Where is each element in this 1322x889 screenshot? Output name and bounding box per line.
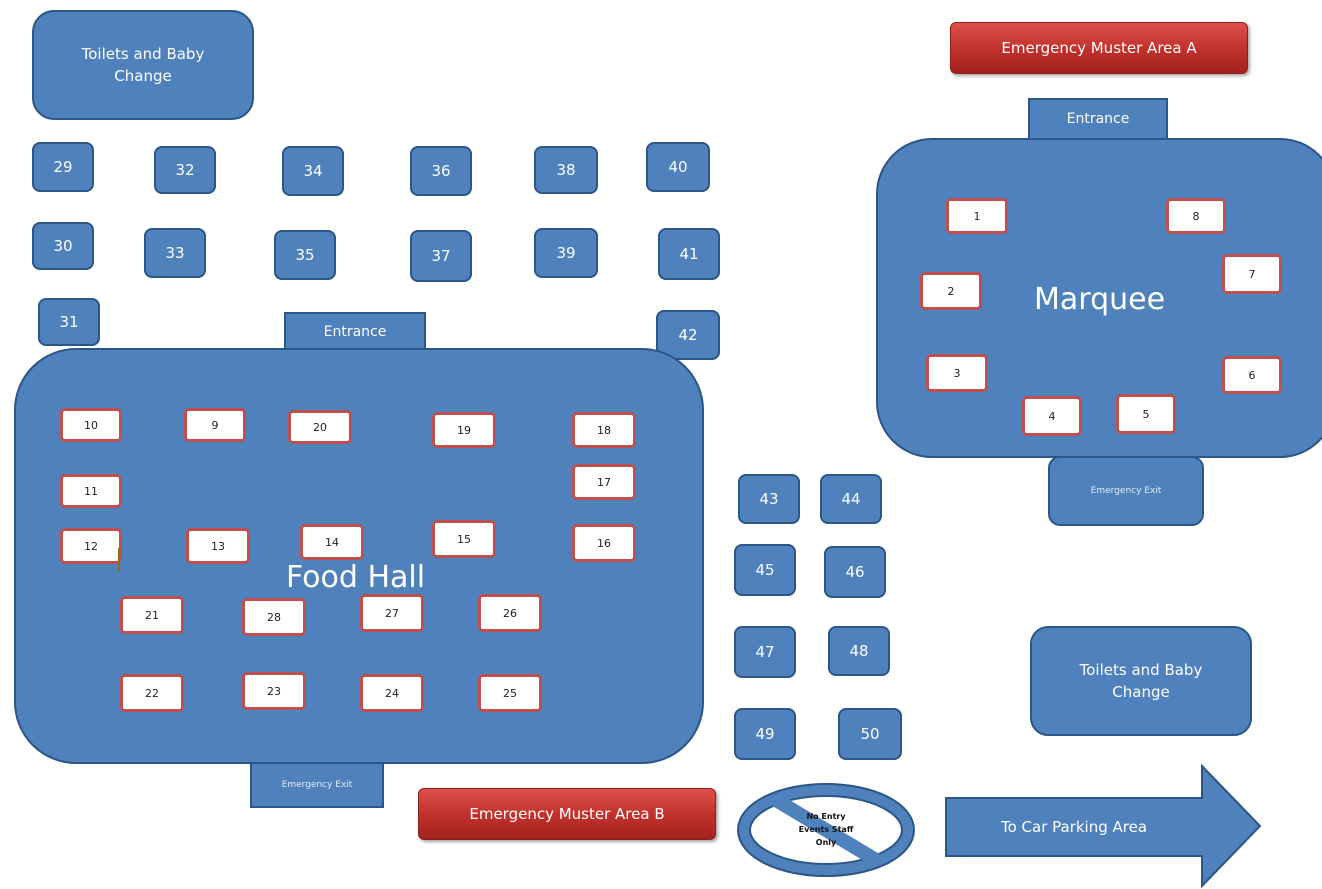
stall-37: 37: [410, 230, 472, 282]
marquee-emergency-exit: Emergency Exit: [1048, 456, 1204, 526]
toilets-bottom-right-label: Toilets and Baby Change: [1079, 661, 1203, 701]
stall-31: 31: [38, 298, 100, 346]
table-23: 23: [242, 672, 306, 710]
stall-45: 45: [734, 544, 796, 596]
stall-48: 48: [828, 626, 890, 676]
table-4: 4: [1022, 396, 1082, 436]
no-entry-icon: [737, 783, 915, 877]
table-6: 6: [1222, 356, 1282, 394]
table-17: 17: [572, 464, 636, 500]
table-1: 1: [946, 198, 1008, 234]
toilets-bottom-right: Toilets and Baby Change: [1030, 626, 1252, 736]
table-5: 5: [1116, 394, 1176, 434]
stall-32: 32: [154, 146, 216, 194]
table-8: 8: [1166, 198, 1226, 234]
stall-29: 29: [32, 142, 94, 192]
toilets-top-left-label: Toilets and Baby Change: [81, 45, 205, 85]
table-15: 15: [432, 520, 496, 558]
stall-42: 42: [656, 310, 720, 360]
table-27: 27: [360, 594, 424, 632]
table-9: 9: [184, 408, 246, 442]
table-19: 19: [432, 412, 496, 448]
stall-38: 38: [534, 146, 598, 194]
stall-50: 50: [838, 708, 902, 760]
no-entry-sign: No Entry Events Staff Only: [736, 782, 916, 878]
stall-46: 46: [824, 546, 886, 598]
food-hall-label: Food Hall: [286, 560, 426, 595]
stall-44: 44: [820, 474, 882, 524]
table-21: 21: [120, 596, 184, 634]
stall-49: 49: [734, 708, 796, 760]
car-park-label: To Car Parking Area: [1000, 818, 1148, 836]
marquee-label: Marquee: [1034, 282, 1166, 317]
text-cursor-mark: [118, 548, 120, 572]
stall-47: 47: [734, 626, 796, 678]
table-13: 13: [186, 528, 250, 564]
table-24: 24: [360, 674, 424, 712]
stall-30: 30: [32, 222, 94, 270]
stall-39: 39: [534, 228, 598, 278]
food-hall-emergency-exit: Emergency Exit: [250, 762, 384, 808]
marquee-entrance: Entrance: [1028, 98, 1168, 140]
table-16: 16: [572, 524, 636, 562]
table-7: 7: [1222, 254, 1282, 294]
table-12: 12: [60, 528, 122, 564]
stall-33: 33: [144, 228, 206, 278]
muster-area-a: Emergency Muster Area A: [950, 22, 1248, 74]
no-entry-label: No Entry Events Staff Only: [798, 812, 854, 847]
car-park-arrow: [945, 764, 1262, 888]
stall-40: 40: [646, 142, 710, 192]
table-28: 28: [242, 598, 306, 636]
stall-35: 35: [274, 230, 336, 280]
table-10: 10: [60, 408, 122, 442]
table-3: 3: [926, 354, 988, 392]
stall-36: 36: [410, 146, 472, 196]
table-11: 11: [60, 474, 122, 508]
stall-41: 41: [658, 228, 720, 280]
food-hall-entrance: Entrance: [284, 312, 426, 352]
table-26: 26: [478, 594, 542, 632]
table-22: 22: [120, 674, 184, 712]
table-14: 14: [300, 524, 364, 560]
table-20: 20: [288, 410, 352, 444]
table-18: 18: [572, 412, 636, 448]
toilets-top-left: Toilets and Baby Change: [32, 10, 254, 120]
stall-34: 34: [282, 146, 344, 196]
table-2: 2: [920, 272, 982, 310]
muster-area-b: Emergency Muster Area B: [418, 788, 716, 840]
stall-43: 43: [738, 474, 800, 524]
table-25: 25: [478, 674, 542, 712]
